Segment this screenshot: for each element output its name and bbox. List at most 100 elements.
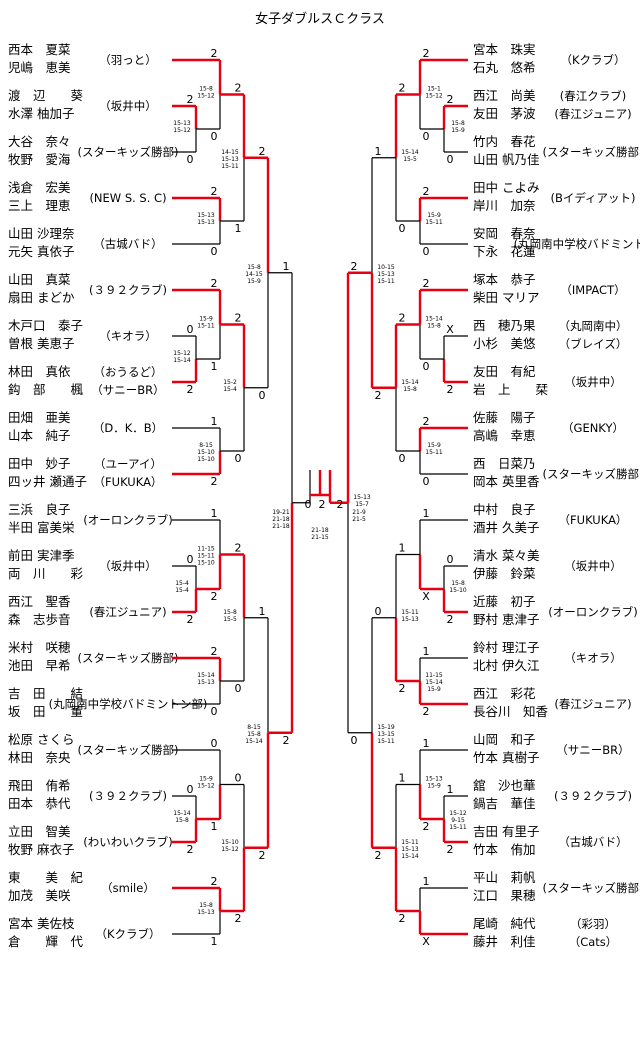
game-scores: 15-9: [427, 442, 441, 449]
match-score: 0: [211, 130, 218, 143]
match-score: 1: [447, 783, 454, 796]
club-name: (３９２クラブ): [89, 789, 167, 803]
match-score: 2: [375, 849, 382, 862]
player-name: 池田 早希: [8, 658, 71, 673]
game-scores: 15-12: [197, 93, 215, 100]
match-score: 0: [423, 245, 430, 258]
game-scores: 15-4: [175, 587, 189, 594]
player-name: 宮本 珠実: [473, 42, 536, 57]
club-name: (３９２クラブ): [89, 283, 167, 297]
game-scores: 15-1: [427, 86, 441, 93]
game-scores: 15-8: [247, 264, 261, 271]
match-score: 2: [447, 383, 454, 396]
match-score: 1: [423, 875, 430, 888]
game-scores: 15-14: [173, 357, 191, 364]
player-name: 渡 辺 葵: [8, 88, 84, 103]
match-score: 0: [187, 783, 194, 796]
player-name: 江口 果穂: [473, 888, 536, 903]
match-score: 2: [211, 590, 218, 603]
game-scores: 8-15: [247, 724, 261, 731]
match-score: 2: [235, 312, 242, 325]
match-score: 2: [235, 912, 242, 925]
player-name: 前田 実津季: [8, 548, 75, 563]
player-name: 曽根 美恵子: [8, 336, 74, 351]
match-score: 2: [423, 705, 430, 718]
game-scores: 11-15: [425, 672, 443, 679]
club-name: （サニーBR）: [91, 383, 164, 397]
game-scores: 15-11: [401, 839, 419, 846]
player-name: 近藤 初子: [473, 594, 536, 609]
player-name: 山田 真菜: [8, 272, 71, 287]
final-game-scores: 19-21: [272, 509, 290, 516]
match-score: 1: [399, 772, 406, 785]
match-score: 2: [187, 93, 194, 106]
club-name: (わいわいクラブ): [83, 835, 172, 849]
player-name: 立田 智美: [8, 824, 71, 839]
game-scores: 13-15: [377, 731, 395, 738]
player-name: 柴田 マリア: [473, 290, 539, 305]
match-score: 0: [187, 153, 194, 166]
player-name: 鍋吉 華佳: [473, 796, 536, 811]
match-score: 2: [187, 613, 194, 626]
match-score: 2: [211, 645, 218, 658]
player-name: 舘 沙也華: [473, 778, 536, 793]
player-name: 友田 茅波: [473, 106, 536, 121]
player-name: 藤井 利佳: [473, 934, 536, 949]
player-name: 宮本 美佐枝: [8, 916, 75, 931]
game-scores: 15-11: [197, 323, 215, 330]
game-scores: 15-14: [401, 149, 419, 156]
match-score: 2: [399, 682, 406, 695]
game-scores: 15-14: [245, 738, 263, 745]
team-entry: 東 美 紀加茂 美咲（smile）: [8, 870, 155, 903]
game-scores: 15-8: [451, 580, 465, 587]
match-score: 1: [211, 935, 218, 948]
game-scores: 15-10: [197, 456, 215, 463]
player-name: 児嶋 恵美: [8, 60, 71, 75]
match-score: 1: [211, 507, 218, 520]
match-score: 2: [423, 820, 430, 833]
player-name: 元矢 真依子: [8, 244, 74, 259]
match-score: 0: [211, 245, 218, 258]
game-scores: 15-13: [353, 494, 371, 501]
club-name: （FUKUKA）: [559, 513, 628, 527]
club-name: （サニーBR）: [556, 743, 629, 757]
player-name: 酒井 久美子: [473, 520, 539, 535]
club-name: (スターキッズ勝部): [543, 467, 640, 481]
match-score: 0: [447, 553, 454, 566]
club-name: （smile）: [101, 881, 155, 895]
match-score: X: [422, 935, 430, 948]
club-name: （FUKUKA）: [94, 475, 163, 489]
match-score: 2: [187, 383, 194, 396]
club-name: (丸岡南中学校バドミントン部): [514, 237, 640, 251]
player-name: 西 穂乃果: [473, 318, 536, 333]
player-name: 下永 花蓮: [473, 244, 536, 259]
player-name: 両 川 彩: [8, 566, 84, 581]
game-scores: 15-11: [449, 824, 467, 831]
match-score: 2: [235, 82, 242, 95]
player-name: 高嶋 幸恵: [473, 428, 536, 443]
match-score: 1: [235, 222, 242, 235]
player-name: 山田 帆乃佳: [473, 152, 539, 167]
team-entry: 西江 聖香森 志歩音(春江ジュニア): [8, 594, 167, 627]
player-name: 塚本 恭子: [473, 272, 536, 287]
match-score: 2: [259, 145, 266, 158]
club-name: （GENKY）: [562, 421, 624, 435]
final-score: 2: [319, 498, 326, 511]
game-scores: 15-9: [427, 686, 441, 693]
player-name: 田畑 亜美: [8, 410, 71, 425]
game-scores: 15-14: [425, 679, 443, 686]
club-name: (スターキッズ勝部): [78, 743, 179, 757]
match-score: 2: [283, 734, 290, 747]
match-score: 2: [423, 185, 430, 198]
